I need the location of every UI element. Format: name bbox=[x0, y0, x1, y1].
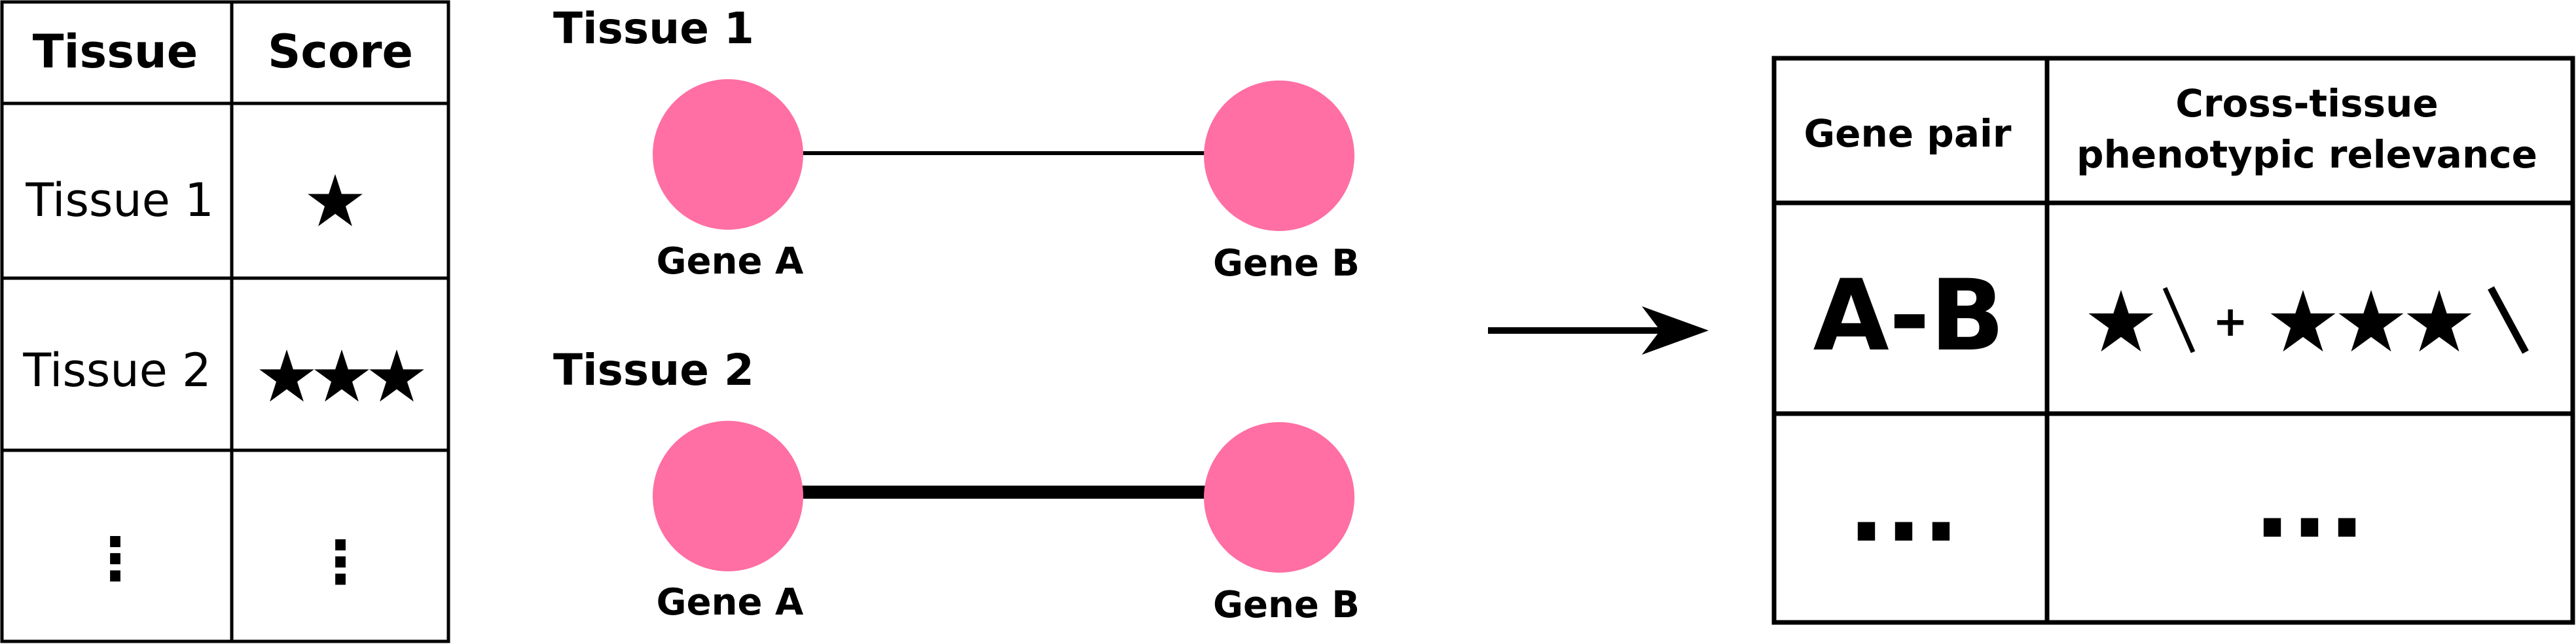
tissue-1-network: Tissue 1 Gene A Gene B bbox=[553, 3, 1360, 285]
relevance-header-line2: phenotypic relevance bbox=[2077, 132, 2537, 177]
tissue-1-weight-slash bbox=[2162, 287, 2196, 353]
gene-pair-value: A-B bbox=[1813, 259, 2005, 373]
gene-a-node bbox=[653, 421, 803, 571]
star-icon bbox=[308, 174, 363, 226]
star-icon bbox=[369, 349, 424, 402]
relevance-header-line1: Cross-tissue bbox=[2175, 81, 2438, 126]
tissue-2-network-title: Tissue 2 bbox=[553, 345, 754, 395]
gene-pair-header: Gene pair bbox=[1804, 111, 2012, 156]
gene-b-node bbox=[1204, 80, 1354, 231]
tissue-ellipsis-vertical: ⋮ bbox=[86, 525, 145, 594]
gene-pair-ellipsis: ... bbox=[1848, 450, 1960, 564]
tissue-table-border bbox=[0, 0, 450, 643]
tissue-2-network: Tissue 2 Gene A Gene B bbox=[553, 345, 1360, 626]
star-icon bbox=[2270, 290, 2336, 352]
score-ellipsis-vertical: ⋮ bbox=[311, 528, 370, 597]
tissue-1-stars bbox=[2088, 290, 2154, 352]
relevance-formula: + bbox=[2088, 286, 2529, 354]
right-arrow-icon bbox=[1488, 306, 1709, 355]
tissue-column-header: Tissue bbox=[33, 25, 198, 79]
star-icon bbox=[314, 349, 369, 402]
tissue-1-label: Tissue 1 bbox=[25, 173, 213, 227]
tissue-1-score-stars bbox=[308, 174, 363, 226]
star-icon bbox=[259, 349, 314, 402]
gene-a-node bbox=[653, 79, 803, 230]
gene-a-label: Gene A bbox=[657, 581, 804, 624]
star-icon bbox=[2338, 290, 2404, 352]
gene-b-label: Gene B bbox=[1213, 242, 1360, 285]
gene-b-label: Gene B bbox=[1213, 584, 1360, 626]
star-icon bbox=[2088, 290, 2154, 352]
score-column-header: Score bbox=[268, 25, 413, 79]
plus-operator: + bbox=[2213, 298, 2248, 346]
tissue-2-stars bbox=[2270, 290, 2472, 352]
relevance-table-border bbox=[1771, 56, 2575, 625]
tissue-2-label: Tissue 2 bbox=[22, 344, 211, 397]
tissue-2-weight-slash bbox=[2488, 286, 2529, 354]
gene-a-label: Gene A bbox=[657, 240, 804, 283]
relevance-ellipsis: ... bbox=[2254, 446, 2366, 560]
tissue-1-network-title: Tissue 1 bbox=[553, 3, 754, 54]
star-icon bbox=[2406, 290, 2472, 352]
gene-pair-relevance-table: Gene pair Cross-tissue phenotypic releva… bbox=[1771, 56, 2575, 625]
tissue-2-score-stars bbox=[259, 349, 424, 402]
tissue-score-table: Tissue Score Tissue 1 Tissue 2 ⋮ ⋮ bbox=[0, 0, 450, 643]
gene-b-node bbox=[1204, 422, 1354, 573]
